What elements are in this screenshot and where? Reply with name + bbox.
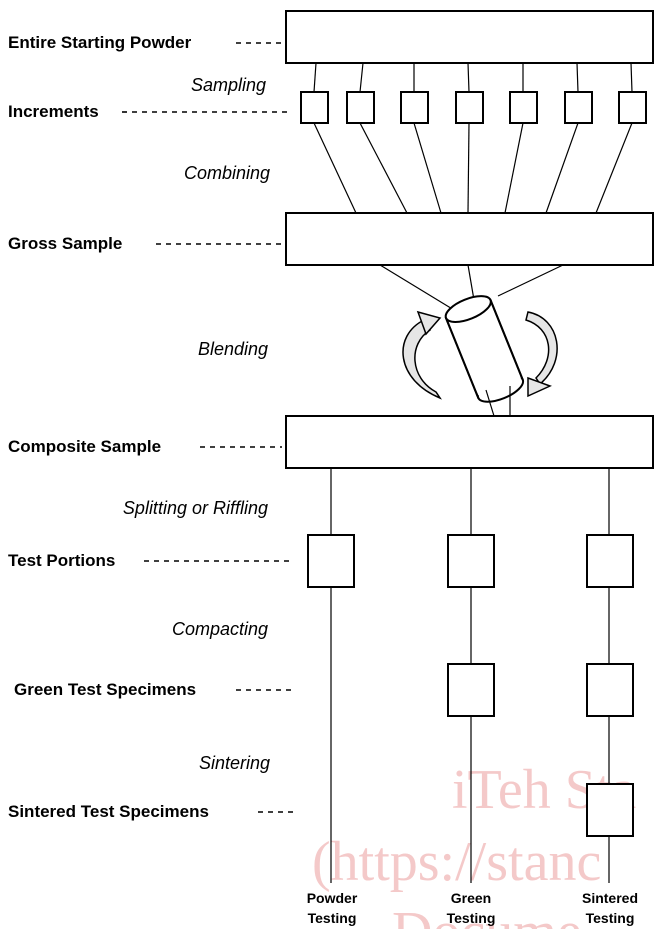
label-test-portions: Test Portions: [8, 551, 115, 570]
label-entire-starting-powder: Entire Starting Powder: [8, 33, 192, 52]
process-compacting: Compacting: [172, 619, 268, 639]
label-green-test-specimens: Green Test Specimens: [14, 680, 196, 699]
green-specimen-boxes: [447, 663, 634, 717]
outcome-green-testing: Green Testing: [447, 890, 496, 926]
label-gross-sample: Gross Sample: [8, 234, 122, 253]
box-composite-sample: [285, 415, 654, 469]
process-sampling: Sampling: [191, 75, 266, 95]
increment-box: [509, 91, 538, 124]
green-specimen-green: [447, 663, 495, 717]
process-blending: Blending: [198, 339, 268, 359]
svg-text:Testing: Testing: [447, 910, 496, 926]
green-specimen-sintered: [586, 663, 634, 717]
sampling-lines: [313, 62, 633, 93]
test-portion-green: [447, 534, 495, 588]
process-combining: Combining: [184, 163, 270, 183]
test-portion-sintered: [586, 534, 634, 588]
sintered-specimen-box: [586, 783, 634, 837]
combining-lines: [313, 122, 633, 214]
test-portion-powder: [307, 534, 355, 588]
blender-output-lines: [485, 386, 511, 417]
svg-text:Testing: Testing: [308, 910, 357, 926]
increment-box: [564, 91, 593, 124]
outcome-sintered-testing: Sintered Testing: [582, 890, 638, 926]
increment-box: [400, 91, 429, 124]
blender-icon: [444, 295, 525, 403]
label-increments: Increments: [8, 102, 99, 121]
increment-box: [346, 91, 375, 124]
process-sintering: Sintering: [199, 753, 270, 773]
rotation-arrow-right-icon: [525, 311, 558, 398]
rotation-arrow-left-icon: [402, 310, 442, 400]
test-portion-boxes: [307, 534, 634, 588]
svg-text:Sintered: Sintered: [582, 890, 638, 906]
outcome-powder-testing: Powder Testing: [307, 890, 358, 926]
svg-text:Testing: Testing: [586, 910, 635, 926]
label-sintered-test-specimens: Sintered Test Specimens: [8, 802, 209, 821]
svg-text:Powder: Powder: [307, 890, 358, 906]
process-splitting: Splitting or Riffling: [123, 498, 268, 518]
svg-text:Green: Green: [451, 890, 491, 906]
increment-box: [455, 91, 484, 124]
watermark-line-3: Docume: [392, 901, 582, 929]
increment-box: [618, 91, 647, 124]
increment-box: [300, 91, 329, 124]
label-composite-sample: Composite Sample: [8, 437, 161, 456]
box-gross-sample: [285, 212, 654, 266]
watermark-line-2: (https://stanc: [312, 831, 601, 893]
blender-feed-lines: [379, 264, 564, 311]
box-entire-starting-powder: [285, 10, 654, 64]
increment-boxes: [300, 91, 647, 124]
